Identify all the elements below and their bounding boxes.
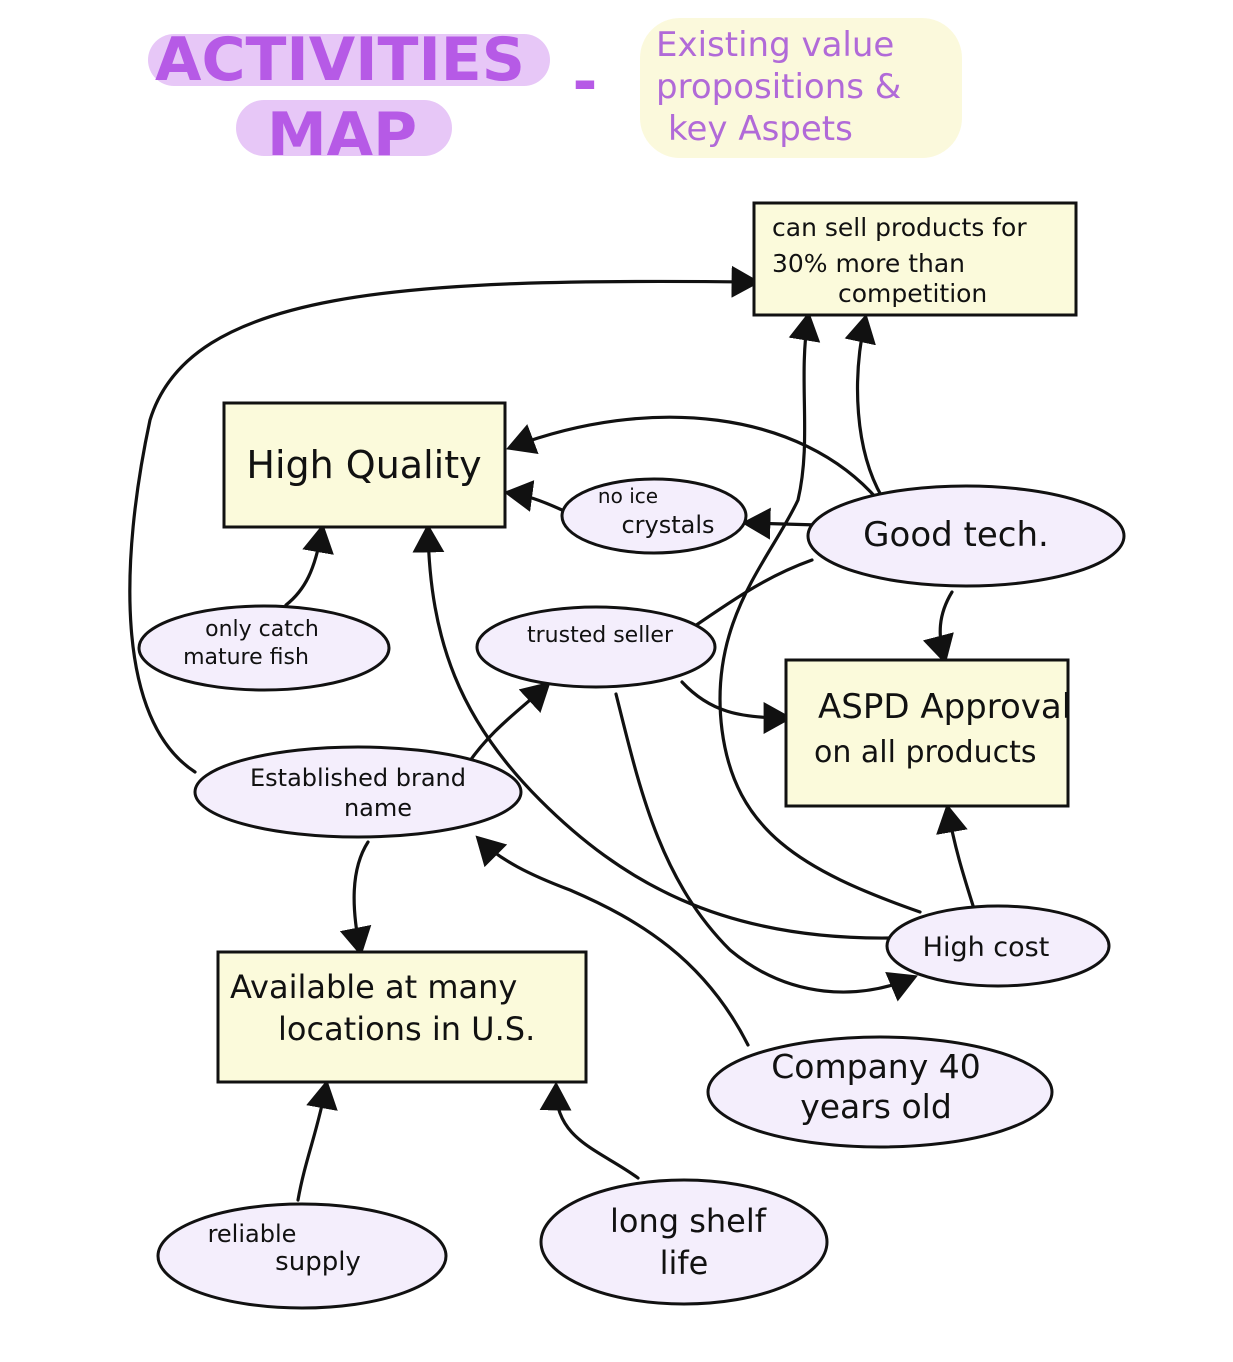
box-sell-premium: can sell products for 30% more than comp… — [752, 201, 1078, 317]
edge-goodtech-to-sell-premium — [844, 313, 884, 499]
box-sell-premium-line-2: 30% more than — [772, 249, 965, 278]
oval-brand-line-1: Established brand — [250, 764, 466, 792]
oval-mature-fish-line-1: only catch — [205, 617, 319, 642]
oval-shelf-line-1: long shelf — [610, 1202, 767, 1240]
title-line-1: ACTIVITIES — [155, 25, 525, 95]
title-highlight-2 — [236, 100, 452, 156]
edge-brand-to-sell-premium — [128, 265, 761, 774]
oval-established-brand-name: Established brand name — [193, 745, 523, 839]
oval-good-tech: Good tech. — [806, 484, 1126, 588]
edge-shelf-life-to-available — [539, 1081, 640, 1180]
subtitle-line-3: key Aspets — [668, 109, 853, 149]
box-aspd-approval: ASPD Approval on all products — [784, 658, 1071, 808]
edge-high-cost-to-sell-premium — [718, 311, 922, 914]
box-aspd-line-1: ASPD Approval — [818, 687, 1071, 727]
oval-company-line-2: years old — [800, 1087, 952, 1126]
oval-company-line-1: Company 40 — [771, 1047, 980, 1086]
box-high-quality-label: High Quality — [246, 443, 481, 487]
oval-no-ice-crystals: no ice crystals — [560, 477, 748, 555]
oval-no-ice-line-2: crystals — [621, 511, 714, 539]
title-line-2: MAP — [267, 100, 417, 170]
edge-goodtech-to-high-quality — [506, 415, 880, 502]
edge-mature-fish-to-high-quality — [284, 523, 334, 607]
edge-reliable-supply-to-available — [296, 1079, 338, 1202]
box-aspd-line-2: on all products — [814, 735, 1037, 770]
box-available-locations: Available at many locations in U.S. — [216, 950, 588, 1084]
edges — [128, 265, 977, 1202]
edge-high-cost-to-aspd — [936, 803, 977, 914]
oval-trusted-seller-label: trusted seller — [527, 623, 674, 648]
box-high-quality: High Quality — [222, 401, 507, 529]
oval-high-cost-label: High cost — [923, 932, 1050, 963]
box-available-line-2: locations in U.S. — [278, 1010, 535, 1048]
box-sell-premium-line-3: competition — [838, 279, 987, 308]
edge-goodtech-to-no-ice — [741, 507, 820, 540]
edge-company-to-brand — [475, 835, 750, 1047]
subtitle-highlight — [640, 18, 962, 158]
subtitle-line-1: Existing value — [656, 25, 894, 65]
edge-no-ice-to-high-quality — [503, 480, 564, 512]
oval-trusted-seller: trusted seller — [475, 605, 717, 689]
edge-high-cost-to-high-quality — [412, 523, 892, 940]
oval-mature-fish-line-2: mature fish — [183, 645, 309, 670]
subtitle-line-2: propositions & — [656, 67, 901, 107]
title-dash: - — [573, 47, 598, 117]
edge-goodtech-to-trusted-seller — [690, 558, 814, 630]
oval-shelf-line-2: life — [660, 1244, 709, 1282]
edge-goodtech-to-aspd — [922, 590, 954, 665]
oval-reliable-supply: reliable supply — [156, 1202, 448, 1310]
box-available-line-1: Available at many — [230, 968, 517, 1006]
oval-no-ice-line-1: no ice — [598, 484, 658, 508]
box-sell-premium-line-1: can sell products for — [772, 213, 1027, 242]
title-highlight-1 — [148, 34, 550, 86]
oval-brand-line-2: name — [344, 794, 412, 822]
edge-trusted-seller-to-high-cost — [614, 692, 918, 1002]
edge-brand-to-available — [339, 840, 372, 957]
oval-high-cost: High cost — [885, 904, 1111, 988]
oval-good-tech-label: Good tech. — [863, 515, 1049, 555]
oval-long-shelf-life: long shelf life — [539, 1178, 829, 1306]
oval-reliable-line-1: reliable — [208, 1220, 297, 1248]
edge-trusted-seller-to-aspd — [680, 680, 793, 734]
oval-only-catch-mature-fish: only catch mature fish — [137, 604, 391, 692]
oval-company-40-years-old: Company 40 years old — [706, 1035, 1054, 1149]
edge-brand-to-trusted-seller — [463, 681, 551, 770]
oval-reliable-line-2: supply — [275, 1247, 361, 1277]
